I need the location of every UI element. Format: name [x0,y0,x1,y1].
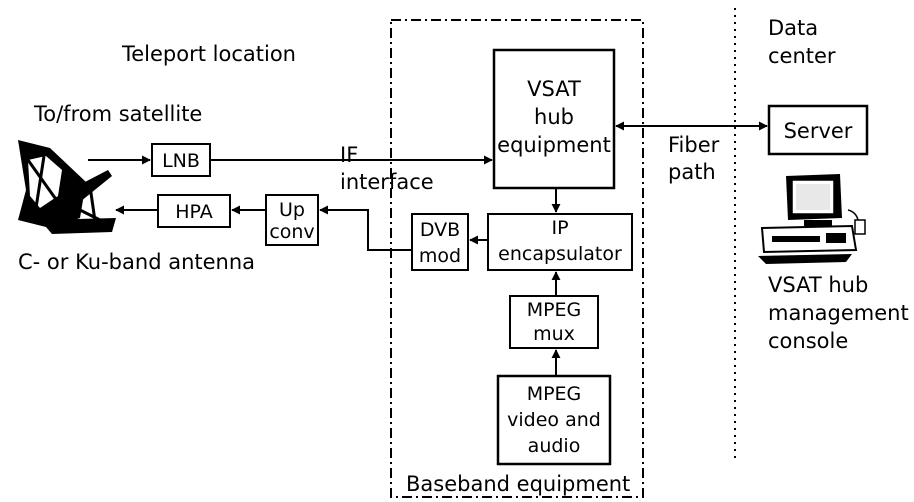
mpeg-mux-box [509,295,599,349]
av-text-1: MPEG [527,383,582,405]
server-box [767,104,869,156]
lnb-text: LNB [162,150,200,172]
mpeg-av-box [496,374,612,466]
baseband-enclosure [390,19,644,498]
dvb-text-1: DVB [420,219,460,241]
dvb-to-upconv-arrow [319,205,412,251]
vsat-text-1: VSAT [527,77,581,101]
if-label: IF [340,143,358,167]
baseband-label: Baseband equipment [406,472,630,496]
teleport-location-label: Teleport location [121,42,296,66]
upconv-text-1: Up [279,199,305,221]
console-label-3: console [768,329,848,353]
ip-text-1: IP [551,217,568,239]
upconv-box [265,194,319,246]
mux-text-2: mux [533,323,575,345]
ip-encapsulator-box [487,213,633,271]
server-text: Server [784,119,853,143]
antenna-label: C- or Ku-band antenna [18,250,255,274]
computer-console-icon [758,174,866,264]
vsat-text-2: hub [534,105,574,129]
mux-text-1: MPEG [527,299,582,321]
data-center-label-1: Data [768,16,818,40]
data-center-label-2: center [768,44,836,68]
vsat-hub-box [492,48,616,190]
hpa-text: HPA [175,201,213,223]
console-label-2: management [768,301,909,325]
satellite-label: To/from satellite [33,102,202,126]
path-label: path [668,160,716,184]
ip-text-2: encapsulator [498,243,622,265]
satellite-dish-icon [18,140,116,234]
av-text-3: audio [528,435,581,457]
dvb-text-2: mod [419,245,461,267]
vsat-text-3: equipment [497,133,611,157]
upconv-text-2: conv [269,221,314,243]
interface-label: interface [340,170,434,194]
av-text-2: video and [507,409,601,431]
console-label-1: VSAT hub [768,273,868,297]
dvb-mod-box [411,213,469,271]
fiber-label: Fiber [668,133,720,157]
